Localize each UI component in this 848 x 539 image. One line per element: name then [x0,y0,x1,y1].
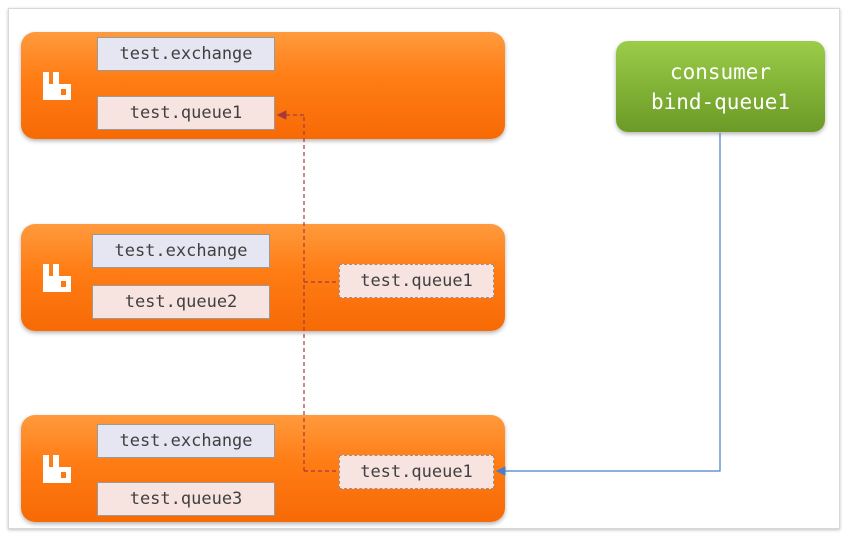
exchange-box: test.exchange [92,234,270,268]
queue-box: test.queue2 [92,285,270,319]
queue-box: test.queue1 [97,96,275,130]
consumer-binding-link [495,133,721,476]
rabbitmq-logo-icon [43,72,71,100]
rabbitmq-logo-icon [43,264,71,292]
rabbitmq-node-2: test.exchange test.queue2 test.queue1 [21,224,505,331]
consumer-queue-label: bind-queue1 [650,89,791,114]
federated-queue-box: test.queue1 [339,455,494,489]
exchange-box: test.exchange [97,424,275,458]
queue-box: test.queue3 [97,482,275,516]
federated-queue-box: test.queue1 [339,264,494,298]
exchange-box: test.exchange [97,37,275,71]
consumer-box: consumer bind-queue1 [616,41,825,132]
rabbitmq-node-3: test.exchange test.queue3 test.queue1 [21,415,505,522]
consumer-label: consumer [669,59,772,84]
rabbitmq-node-1: test.exchange test.queue1 [21,32,505,139]
rabbitmq-logo-icon [43,455,71,483]
